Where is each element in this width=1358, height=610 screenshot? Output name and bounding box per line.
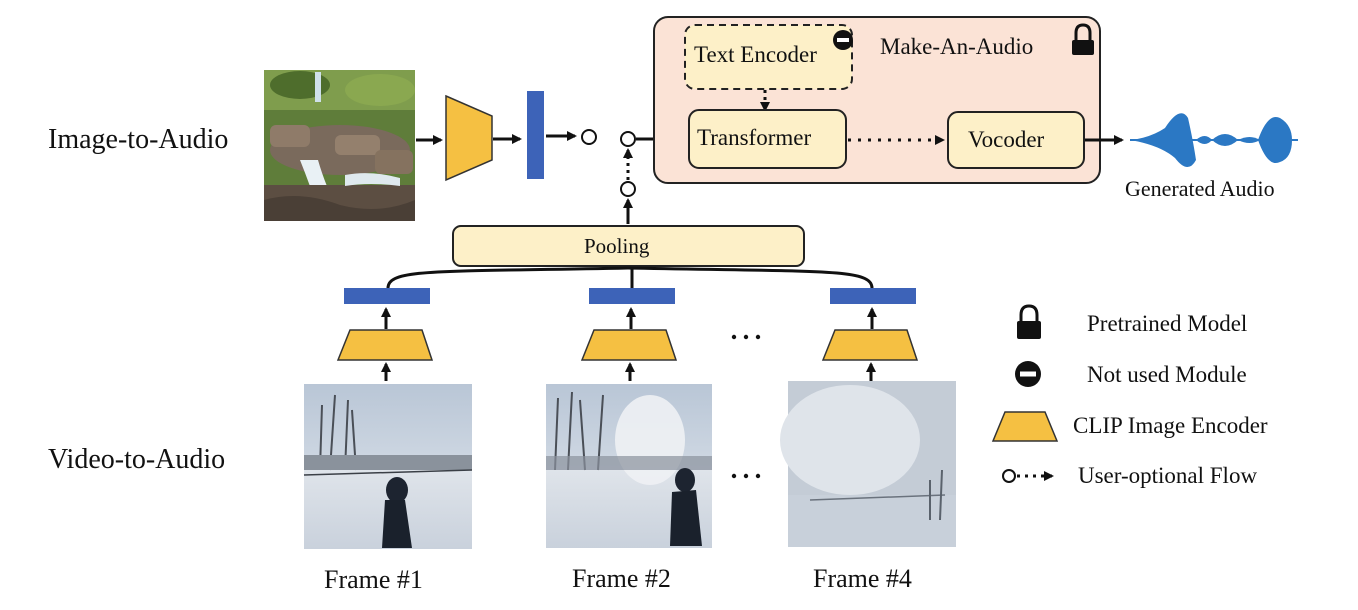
generated-audio-waveform	[1130, 113, 1298, 168]
video-to-audio-label: Video-to-Audio	[48, 444, 226, 475]
frame-feature-bar-1	[344, 288, 430, 304]
image-feature-bar	[527, 91, 544, 179]
clip-image-encoder-4	[821, 329, 919, 361]
ellipsis-encoders	[731, 334, 761, 340]
image-to-audio-label: Image-to-Audio	[48, 124, 229, 155]
legend-not-used-icon	[1015, 361, 1041, 387]
optional-node-merge	[620, 131, 636, 147]
frame-image-1	[303, 384, 473, 549]
legend-clip-encoder-icon	[991, 411, 1059, 442]
generated-audio-label: Generated Audio	[1125, 176, 1275, 201]
transformer-label: Transformer	[697, 125, 812, 150]
pooling-box	[452, 225, 805, 267]
frame-label-2: Frame #2	[572, 564, 671, 593]
legend-lock-icon	[1017, 304, 1041, 339]
transformer-box	[688, 109, 847, 169]
vocoder-label: Vocoder	[968, 127, 1045, 152]
clip-image-encoder-top	[445, 94, 493, 182]
lock-icon	[1072, 23, 1094, 55]
frame-feature-bar-4	[830, 288, 916, 304]
frame-label-4: Frame #4	[813, 564, 912, 593]
legend-optional-flow-label: User-optional Flow	[1078, 463, 1258, 488]
make-an-audio-title: Make-An-Audio	[880, 34, 1034, 59]
vocoder-box	[947, 111, 1085, 169]
text-encoder-label: Text Encoder	[694, 42, 817, 67]
legend-optional-flow-icon	[1002, 469, 1054, 483]
legend-pretrained-label: Pretrained Model	[1087, 311, 1248, 336]
clip-image-encoder-1	[336, 329, 434, 361]
ellipsis-frames	[731, 473, 761, 479]
pooling-label: Pooling	[584, 234, 650, 258]
frame-label-1: Frame #1	[324, 565, 423, 594]
frame-image-4	[780, 381, 956, 547]
text-encoder-box	[684, 24, 853, 90]
optional-node-pool	[620, 181, 636, 197]
frame-image-2	[546, 384, 712, 548]
waterfall-image	[264, 70, 415, 221]
frame-feature-bar-2	[589, 288, 675, 304]
optional-node-image	[581, 129, 597, 145]
clip-image-encoder-2	[580, 329, 678, 361]
legend-clip-label: CLIP Image Encoder	[1073, 413, 1268, 438]
legend-not-used-label: Not used Module	[1087, 362, 1247, 387]
